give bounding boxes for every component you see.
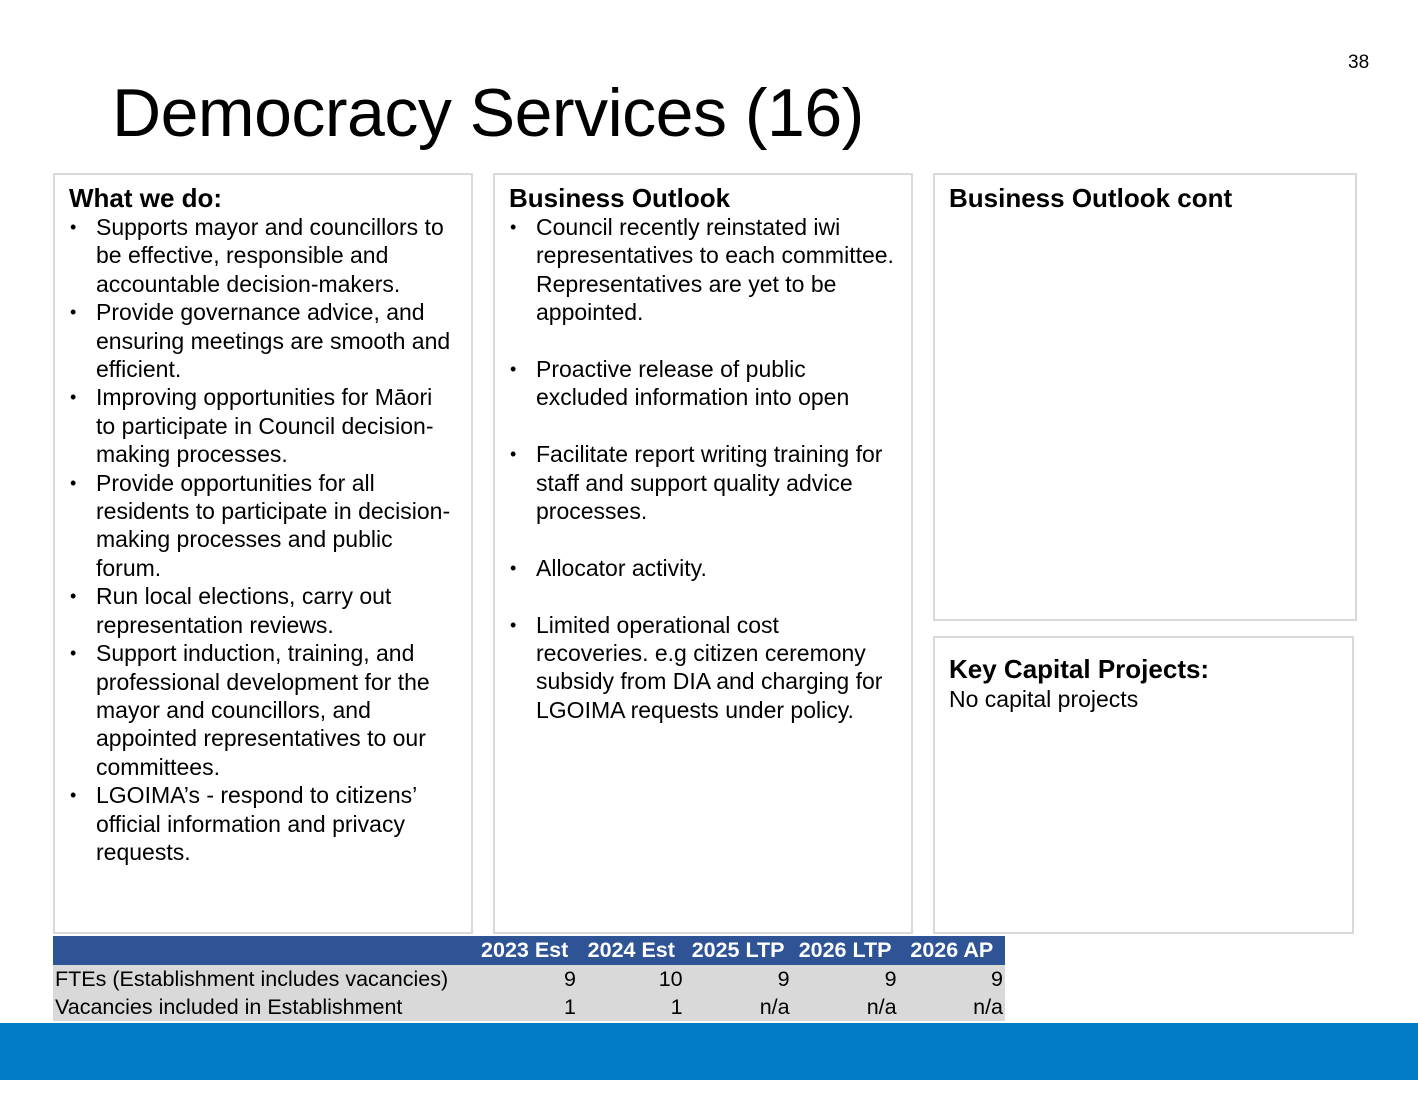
table-cell: n/a [684,993,792,1021]
list-item: Provide governance advice, and ensuring … [69,298,457,383]
list-item: Proactive release of public excluded inf… [509,355,897,412]
page-number: 38 [1348,52,1370,73]
list-item: Council recently reinstated iwi represen… [509,213,897,327]
list-item: Support induction, training, and profess… [69,639,457,781]
table-cell: n/a [791,993,899,1021]
table-cell: 9 [898,965,1005,993]
footer-bar [0,1023,1418,1080]
what-we-do-panel: What we do: Supports mayor and councillo… [53,173,473,934]
table-cell: 9 [684,965,792,993]
business-outlook-list: Council recently reinstated iwi represen… [509,213,897,724]
business-outlook-cont-panel: Business Outlook cont [933,173,1357,621]
business-outlook-cont-heading: Business Outlook cont [949,183,1233,213]
key-capital-projects-text: No capital projects [949,686,1139,712]
key-capital-projects-panel: Key Capital Projects: No capital project… [933,636,1354,934]
table-cell-label: FTEs (Establishment includes vacancies) [53,965,472,993]
list-item: Provide opportunities for all residents … [69,469,457,583]
table-cell: 1 [577,993,685,1021]
list-item: Facilitate report writing training for s… [509,440,897,525]
business-outlook-panel: Business Outlook Council recently reinst… [493,173,913,934]
page-title: Democracy Services (16) [112,75,864,151]
table-cell-label: Vacancies included in Establishment [53,993,472,1021]
table-row: Vacancies included in Establishment 1 1 … [53,993,1005,1021]
table-header-cell: 2024 Est [577,936,685,965]
table-header-row: 2023 Est 2024 Est 2025 LTP 2026 LTP 2026… [53,936,1005,965]
list-item: Supports mayor and councillors to be eff… [69,213,457,298]
list-item: Allocator activity. [509,554,897,583]
fte-table: 2023 Est 2024 Est 2025 LTP 2026 LTP 2026… [53,936,1005,1021]
table-cell: n/a [898,993,1005,1021]
list-item: Limited operational cost recoveries. e.g… [509,611,897,725]
table-header-cell: 2023 Est [471,936,578,965]
table-header-cell [53,936,472,965]
key-capital-projects-heading: Key Capital Projects: [949,654,1210,684]
list-item: LGOIMA’s - respond to citizens’ official… [69,781,457,866]
list-item: Improving opportunities for Māori to par… [69,383,457,468]
table-row: FTEs (Establishment includes vacancies) … [53,965,1005,993]
table-cell: 9 [791,965,899,993]
what-we-do-heading: What we do: [69,183,223,213]
table-cell: 9 [471,965,578,993]
business-outlook-heading: Business Outlook [509,183,731,213]
list-item: Run local elections, carry out represent… [69,582,457,639]
what-we-do-list: Supports mayor and councillors to be eff… [69,213,457,866]
table-header-cell: 2026 LTP [791,936,899,965]
table-header-cell: 2026 AP [898,936,1005,965]
table-cell: 10 [577,965,685,993]
table-cell: 1 [471,993,578,1021]
table-header-cell: 2025 LTP [684,936,792,965]
